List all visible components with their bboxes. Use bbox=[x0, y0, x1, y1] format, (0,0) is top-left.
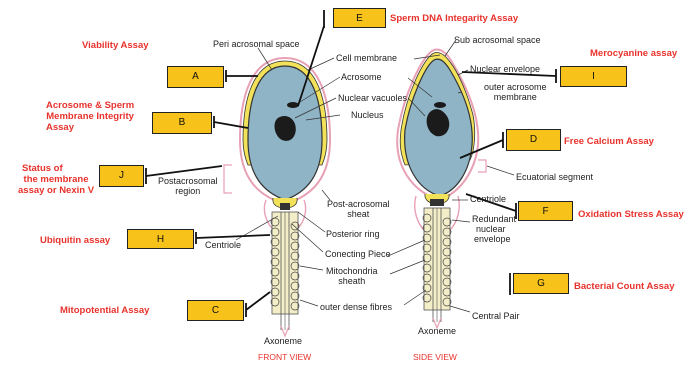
ecuatorial-bracket bbox=[478, 160, 486, 172]
assay-free-calcium: Free Calcium Assay bbox=[564, 136, 654, 147]
box-e: E bbox=[333, 8, 386, 28]
assay-oxidation: Oxidation Stress Assay bbox=[578, 209, 684, 220]
assay-dna-integrity: Sperm DNA Integarity Assay bbox=[390, 13, 518, 24]
label-ecuatorial-segment: Ecuatorial segment bbox=[516, 172, 593, 182]
label-nucleus: Nucleus bbox=[351, 110, 384, 120]
label-outer-dense-fibres: outer dense fibres bbox=[320, 302, 392, 312]
assay-acrosome-integrity: Acrosome & Sperm Membrane Integrity Assa… bbox=[46, 100, 134, 133]
label-centriole-side: Centriole bbox=[470, 194, 506, 204]
side-centriole bbox=[430, 199, 444, 206]
label-sub-acrosomal: Sub acrosomal space bbox=[454, 35, 541, 45]
label-post-acrosomal-sheat: Post-acrosomal sheat bbox=[327, 199, 390, 219]
label-peri-acrosomal: Peri acrosomal space bbox=[213, 39, 300, 49]
label-centriole-front: Centriole bbox=[205, 240, 241, 250]
front-view-sperm bbox=[224, 58, 330, 336]
label-axoneme-front: Axoneme bbox=[264, 336, 302, 346]
label-postacrosomal-region: Postacrosomal region bbox=[158, 176, 218, 196]
front-centriole bbox=[280, 203, 290, 210]
label-central-pair: Central Pair bbox=[472, 311, 520, 321]
box-a: A bbox=[167, 66, 224, 88]
assay-membrane-status: Status of the membrane assay or Nexin V bbox=[18, 163, 94, 196]
box-j: J bbox=[99, 165, 144, 187]
label-cell-membrane: Cell membrane bbox=[336, 53, 397, 63]
postacrosomal-bracket bbox=[224, 165, 232, 193]
label-side-view: SIDE VIEW bbox=[413, 352, 457, 362]
label-redundant-envelope: Redundant nuclear envelope bbox=[472, 214, 516, 244]
label-nuclear-envelope: Nuclear envelope bbox=[470, 64, 540, 74]
label-acrosome: Acrosome bbox=[341, 72, 382, 82]
label-posterior-ring: Posterior ring bbox=[326, 229, 380, 239]
side-small-vacuole bbox=[434, 102, 446, 108]
assay-merocyanine: Merocyanine assay bbox=[590, 48, 677, 59]
box-f: F bbox=[518, 201, 573, 221]
label-front-view: FRONT VIEW bbox=[258, 352, 311, 362]
label-axoneme-side: Axoneme bbox=[418, 326, 456, 336]
label-conecting-piece: Conecting Piece bbox=[325, 249, 391, 259]
box-i: I bbox=[560, 66, 627, 87]
side-view-sperm bbox=[397, 50, 486, 329]
box-g: G bbox=[513, 273, 569, 294]
label-mitochondria-sheath: Mitochondria sheath bbox=[326, 266, 378, 286]
box-h: H bbox=[127, 229, 194, 249]
assay-ubiquitin: Ubiquitin assay bbox=[40, 235, 110, 246]
front-small-vacuole bbox=[287, 102, 299, 108]
box-c: C bbox=[187, 300, 244, 321]
assay-mitopotential: Mitopotential Assay bbox=[60, 305, 149, 316]
label-outer-acrosome-membrane: outer acrosome membrane bbox=[484, 82, 547, 102]
assay-viability: Viability Assay bbox=[82, 40, 149, 51]
box-b: B bbox=[152, 112, 212, 134]
box-d: D bbox=[506, 129, 561, 151]
assay-bacterial: Bacterial Count Assay bbox=[574, 281, 675, 292]
label-nuclear-vacuoles: Nuclear vacuoles bbox=[338, 93, 407, 103]
